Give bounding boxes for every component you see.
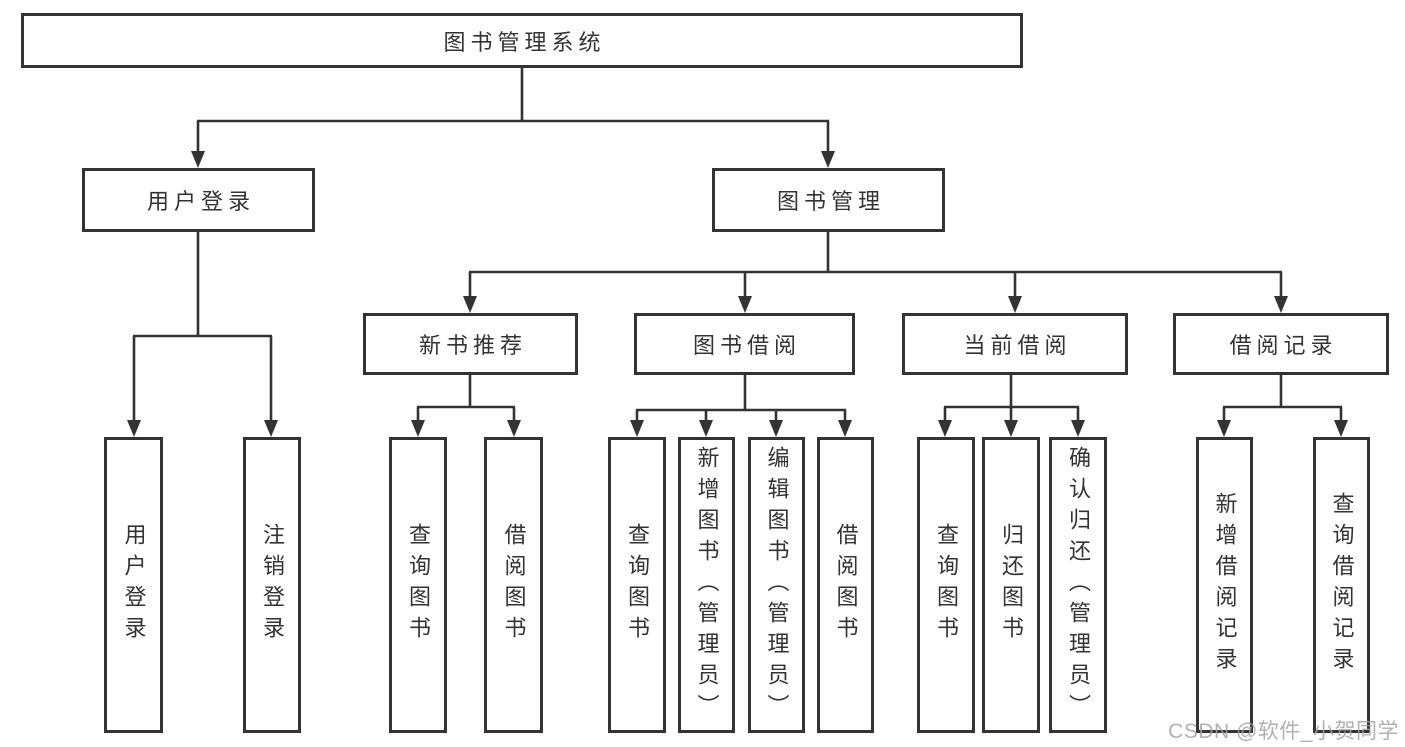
node-leaf-query-books-b-label: 查询图书 xyxy=(625,523,650,647)
node-new-books-label: 新书推荐 xyxy=(418,333,527,358)
node-root-label: 图书管理系统 xyxy=(443,29,606,55)
arrow-icon xyxy=(1334,420,1348,437)
arrow-icon xyxy=(938,420,952,437)
node-leaf-add-record: 新增借阅记录 xyxy=(1196,437,1253,733)
node-leaf-query-books-b: 查询图书 xyxy=(608,437,666,733)
arrow-icon xyxy=(738,296,752,313)
arrow-icon xyxy=(1008,296,1022,313)
node-leaf-query-record: 查询借阅记录 xyxy=(1313,437,1370,733)
node-leaf-confirm-return: 确认归还（管理员） xyxy=(1049,437,1107,733)
arrow-icon xyxy=(1071,420,1085,437)
node-leaf-add-books-label: 新增图书（管理员） xyxy=(694,445,720,725)
node-leaf-add-books: 新增图书（管理员） xyxy=(678,437,735,733)
arrow-icon xyxy=(127,420,141,437)
connector-lines xyxy=(132,68,1343,427)
node-borrow-records-label: 借阅记录 xyxy=(1229,333,1338,358)
node-leaf-add-record-label: 新增借阅记录 xyxy=(1212,492,1238,678)
node-leaf-borrow-books-b: 借阅图书 xyxy=(817,437,874,733)
arrowhead-group xyxy=(127,151,1348,437)
arrow-icon xyxy=(507,420,521,437)
node-user-login-label: 用户登录 xyxy=(146,189,255,214)
arrow-icon xyxy=(264,420,278,437)
node-leaf-confirm-return-label: 确认归还（管理员） xyxy=(1066,445,1091,725)
node-leaf-query-books-a-label: 查询图书 xyxy=(406,523,431,647)
arrow-icon xyxy=(769,420,783,437)
node-book-mgmt-label: 图书管理 xyxy=(776,189,885,214)
arrow-icon xyxy=(411,420,425,437)
node-user-login: 用户登录 xyxy=(82,168,315,232)
arrow-icon xyxy=(821,151,835,168)
node-leaf-borrow-books-a-label: 借阅图书 xyxy=(501,523,527,647)
node-leaf-query-books-c: 查询图书 xyxy=(917,437,975,733)
watermark: CSDN @软件_小贺同学 xyxy=(1168,720,1399,743)
arrow-icon xyxy=(630,420,644,437)
node-new-books: 新书推荐 xyxy=(363,313,578,375)
node-current-borrow-label: 当前借阅 xyxy=(963,333,1072,358)
node-leaf-borrow-books-a: 借阅图书 xyxy=(484,437,543,733)
arrow-icon xyxy=(463,296,477,313)
node-leaf-logout-label: 注销登录 xyxy=(260,523,285,647)
node-root: 图书管理系统 xyxy=(21,13,1023,68)
node-leaf-logout: 注销登录 xyxy=(243,437,301,733)
node-book-borrow-label: 图书借阅 xyxy=(692,333,801,358)
node-leaf-query-record-label: 查询借阅记录 xyxy=(1329,492,1355,678)
arrow-icon xyxy=(699,420,713,437)
arrow-icon xyxy=(1004,420,1018,437)
node-leaf-edit-books: 编辑图书（管理员） xyxy=(748,437,805,733)
node-leaf-query-books-a: 查询图书 xyxy=(389,437,447,733)
node-current-borrow: 当前借阅 xyxy=(902,313,1128,375)
node-book-borrow: 图书借阅 xyxy=(634,313,855,375)
node-book-mgmt: 图书管理 xyxy=(712,168,945,232)
arrow-icon xyxy=(191,151,205,168)
node-leaf-user-login-label: 用户登录 xyxy=(121,523,147,647)
arrow-icon xyxy=(1217,420,1231,437)
node-leaf-return-books: 归还图书 xyxy=(982,437,1040,733)
node-borrow-records: 借阅记录 xyxy=(1173,313,1389,375)
node-leaf-return-books-label: 归还图书 xyxy=(999,523,1024,647)
node-leaf-edit-books-label: 编辑图书（管理员） xyxy=(764,445,790,725)
arrow-icon xyxy=(838,420,852,437)
node-leaf-borrow-books-b-label: 借阅图书 xyxy=(833,523,859,647)
node-leaf-query-books-c-label: 查询图书 xyxy=(934,523,959,647)
arrow-icon xyxy=(1274,296,1288,313)
node-leaf-user-login: 用户登录 xyxy=(104,437,163,733)
